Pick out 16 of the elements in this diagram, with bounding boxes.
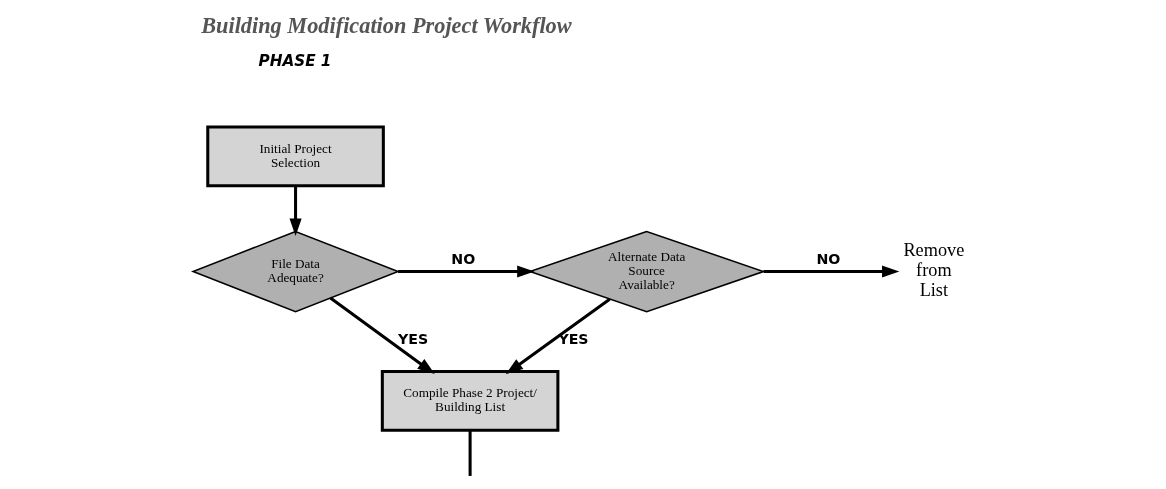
node-text: Remove from List	[903, 239, 965, 301]
edge-label: NO	[451, 250, 476, 267]
connector	[468, 430, 472, 476]
label: PHASE 1	[258, 51, 332, 70]
edge-label: NO	[816, 250, 841, 267]
node-box: Compile Phase 2 Project/ Building List	[380, 369, 560, 432]
arrow	[505, 298, 611, 375]
diagram-title: Building Modification Project Workflow	[201, 13, 572, 39]
arrow	[289, 185, 302, 236]
edge-label: YES	[398, 331, 429, 348]
arrow	[398, 265, 535, 278]
node-diamond: File Data Adequate?	[190, 230, 401, 313]
edge-label: YES	[558, 331, 589, 348]
node-box: Initial Project Selection	[206, 125, 385, 188]
arrow	[329, 296, 435, 375]
arrow	[763, 265, 900, 278]
